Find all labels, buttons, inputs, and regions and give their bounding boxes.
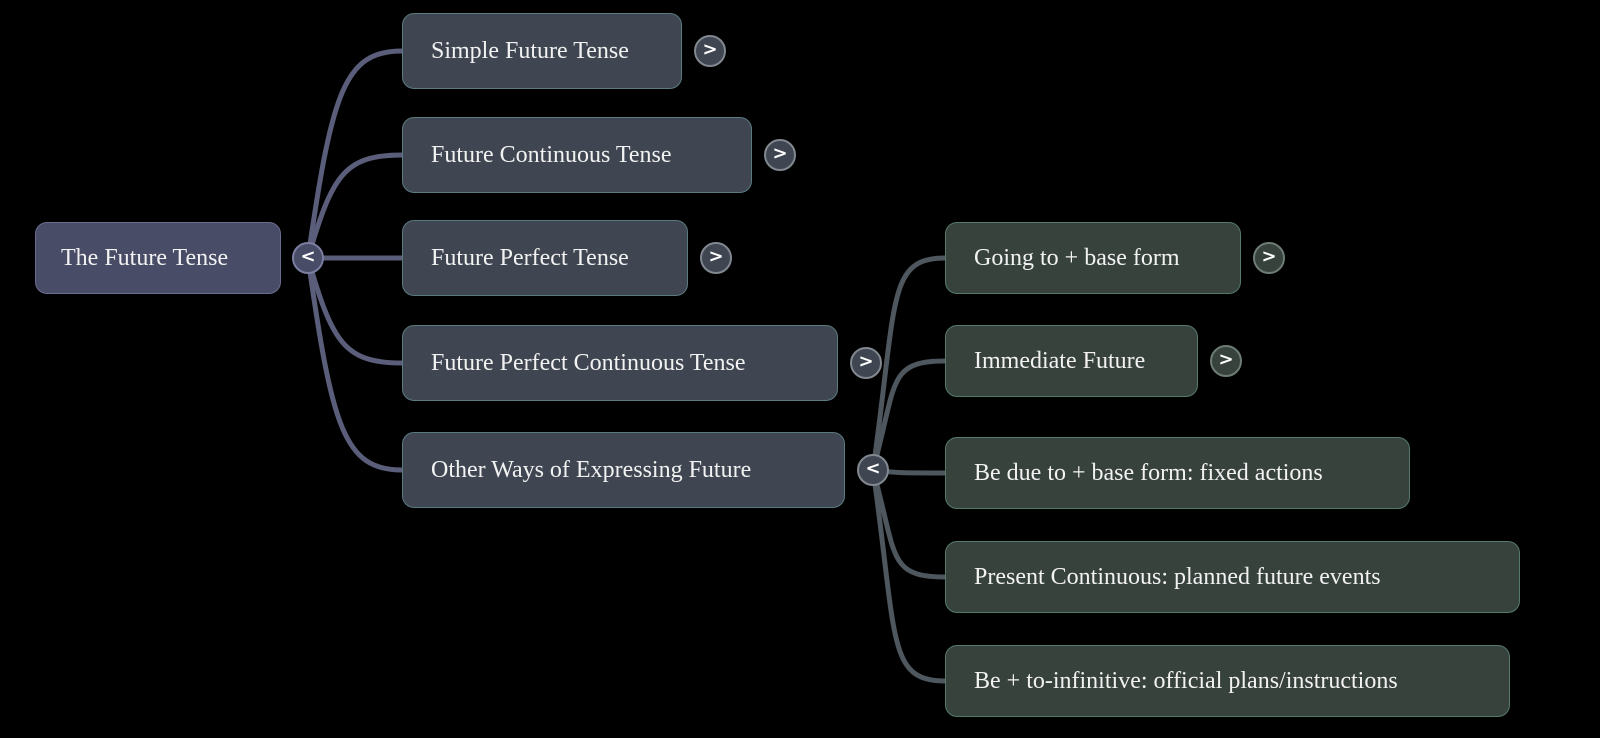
node-label-be-to-infinitive: Be + to-infinitive: official plans/instr… xyxy=(974,667,1398,694)
node-label-simple-future-tense: Simple Future Tense xyxy=(431,37,629,64)
node-label-future-perfect-continuous-tense: Future Perfect Continuous Tense xyxy=(431,349,746,376)
node-be-to-infinitive[interactable]: Be + to-infinitive: official plans/instr… xyxy=(945,645,1510,717)
expand-button-going-to-base-form[interactable]: > xyxy=(1253,242,1285,274)
node-present-continuous[interactable]: Present Continuous: planned future event… xyxy=(945,541,1520,613)
connector-other-ways-of-expressing-future-to-be-to-infinitive xyxy=(870,467,948,684)
node-label-future-continuous-tense: Future Continuous Tense xyxy=(431,141,672,168)
chevron-left-icon: < xyxy=(865,458,881,479)
node-immediate-future[interactable]: Immediate Future xyxy=(945,325,1198,397)
expand-button-simple-future-tense[interactable]: > xyxy=(694,35,726,67)
expand-button-future-perfect-continuous-tense[interactable]: > xyxy=(850,347,882,379)
chevron-left-icon: < xyxy=(300,246,316,267)
node-label-the-future-tense: The Future Tense xyxy=(61,244,229,271)
collapse-button-other-ways-of-expressing-future[interactable]: < xyxy=(857,454,889,486)
chevron-right-icon: > xyxy=(702,39,718,60)
node-label-immediate-future: Immediate Future xyxy=(974,347,1146,374)
node-future-perfect-tense[interactable]: Future Perfect Tense xyxy=(402,220,688,296)
expand-button-future-perfect-tense[interactable]: > xyxy=(700,242,732,274)
node-label-be-due-to-base-form: Be due to + base form: fixed actions xyxy=(974,459,1323,486)
chevron-right-icon: > xyxy=(708,246,724,267)
node-label-going-to-base-form: Going to + base form xyxy=(974,244,1180,271)
node-label-future-perfect-tense: Future Perfect Tense xyxy=(431,244,629,271)
node-going-to-base-form[interactable]: Going to + base form xyxy=(945,222,1241,294)
connector-other-ways-of-expressing-future-to-going-to-base-form xyxy=(870,255,948,473)
node-other-ways-of-expressing-future[interactable]: Other Ways of Expressing Future xyxy=(402,432,845,508)
node-be-due-to-base-form[interactable]: Be due to + base form: fixed actions xyxy=(945,437,1410,509)
chevron-right-icon: > xyxy=(772,143,788,164)
connector-other-ways-of-expressing-future-to-present-continuous xyxy=(870,467,948,580)
connector-the-future-tense-to-future-perfect-continuous-tense xyxy=(305,255,405,366)
node-future-continuous-tense[interactable]: Future Continuous Tense xyxy=(402,117,752,193)
node-the-future-tense[interactable]: The Future Tense xyxy=(35,222,281,294)
node-label-present-continuous: Present Continuous: planned future event… xyxy=(974,563,1381,590)
chevron-right-icon: > xyxy=(1261,246,1277,267)
chevron-right-icon: > xyxy=(858,351,874,372)
connector-the-future-tense-to-future-continuous-tense xyxy=(305,152,405,261)
node-label-other-ways-of-expressing-future: Other Ways of Expressing Future xyxy=(431,456,752,483)
connector-the-future-tense-to-simple-future-tense xyxy=(305,48,405,261)
node-simple-future-tense[interactable]: Simple Future Tense xyxy=(402,13,682,89)
collapse-button-the-future-tense[interactable]: < xyxy=(292,242,324,274)
node-future-perfect-continuous-tense[interactable]: Future Perfect Continuous Tense xyxy=(402,325,838,401)
connector-other-ways-of-expressing-future-to-immediate-future xyxy=(870,358,948,473)
chevron-right-icon: > xyxy=(1218,349,1234,370)
expand-button-immediate-future[interactable]: > xyxy=(1210,345,1242,377)
expand-button-future-continuous-tense[interactable]: > xyxy=(764,139,796,171)
connector-the-future-tense-to-other-ways-of-expressing-future xyxy=(305,255,405,473)
